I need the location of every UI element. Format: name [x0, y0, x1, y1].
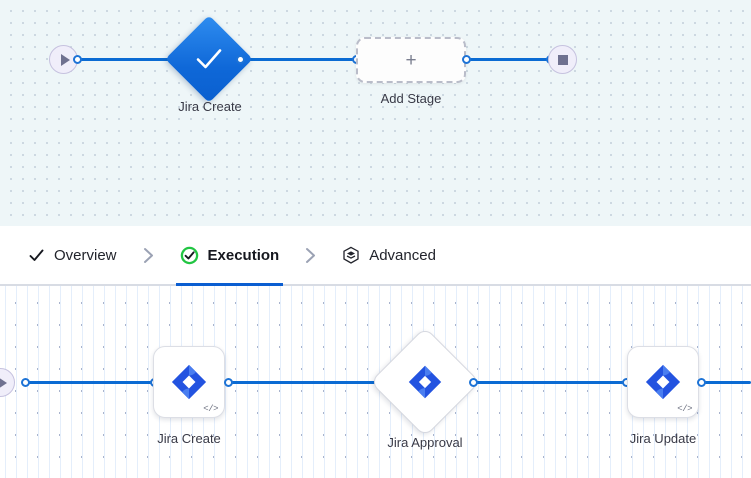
node-caption-add-stage: Add Stage [380, 91, 442, 106]
node-jira-update-step[interactable]: </> [627, 346, 699, 418]
chevron-right-icon-2 [305, 247, 316, 264]
port-jira-approval-out[interactable] [469, 378, 478, 387]
jira-icon [386, 343, 464, 421]
layers-hexagon-icon [342, 246, 360, 265]
port-jira-create-step-out[interactable] [224, 378, 233, 387]
execution-start-node[interactable] [0, 368, 15, 397]
tab-execution[interactable]: Execution [175, 226, 284, 286]
edge-add-stage-to-end [466, 58, 550, 61]
play-icon [0, 376, 7, 389]
port-start-out[interactable] [73, 55, 82, 64]
tab-overview-label: Overview [54, 246, 117, 264]
node-caption-jira-create: Jira Create [178, 99, 242, 114]
port-jira-update-out[interactable] [697, 378, 706, 387]
stop-icon [557, 54, 568, 65]
check-circle-icon [180, 246, 199, 265]
node-caption-jira-approval-step: Jira Approval [387, 435, 463, 450]
node-caption-jira-update-step: Jira Update [629, 431, 697, 446]
jira-icon [154, 347, 224, 417]
node-jira-create-step[interactable]: </> [153, 346, 225, 418]
play-icon [60, 53, 70, 66]
edge-start-to-jira-create [76, 58, 176, 61]
pipeline-overview-canvas[interactable]: Jira Create + Add Stage [0, 0, 751, 226]
pipeline-end-node[interactable] [548, 45, 577, 74]
edge-start-to-jira-create-step [24, 381, 158, 384]
port-jira-create-out[interactable] [236, 55, 245, 64]
jira-icon [628, 347, 698, 417]
tab-overview[interactable]: Overview [24, 226, 121, 284]
check-icon [28, 247, 45, 264]
node-jira-approval-step[interactable] [369, 326, 481, 438]
tab-advanced-label: Advanced [369, 246, 436, 264]
edge-jira-create-to-add-stage [240, 58, 356, 61]
chevron-right-icon [143, 247, 154, 264]
code-badge: </> [677, 404, 692, 414]
tab-advanced[interactable]: Advanced [338, 226, 440, 284]
edge-jira-create-to-jira-approval [228, 381, 378, 384]
code-badge: </> [203, 404, 218, 414]
tab-execution-label: Execution [207, 246, 280, 264]
plus-icon: + [405, 49, 417, 71]
add-stage-button[interactable]: + [356, 37, 466, 83]
execution-steps-canvas[interactable]: </> Jira Create Jira Approval [0, 286, 751, 478]
node-caption-jira-create-step: Jira Create [157, 431, 221, 446]
edge-jira-approval-to-jira-update [473, 381, 625, 384]
stage-config-tabbar: Overview Execution [0, 226, 751, 286]
port-add-stage-out[interactable] [462, 55, 471, 64]
port-exec-start-out[interactable] [21, 378, 30, 387]
edge-jira-update-outgoing [700, 381, 751, 384]
